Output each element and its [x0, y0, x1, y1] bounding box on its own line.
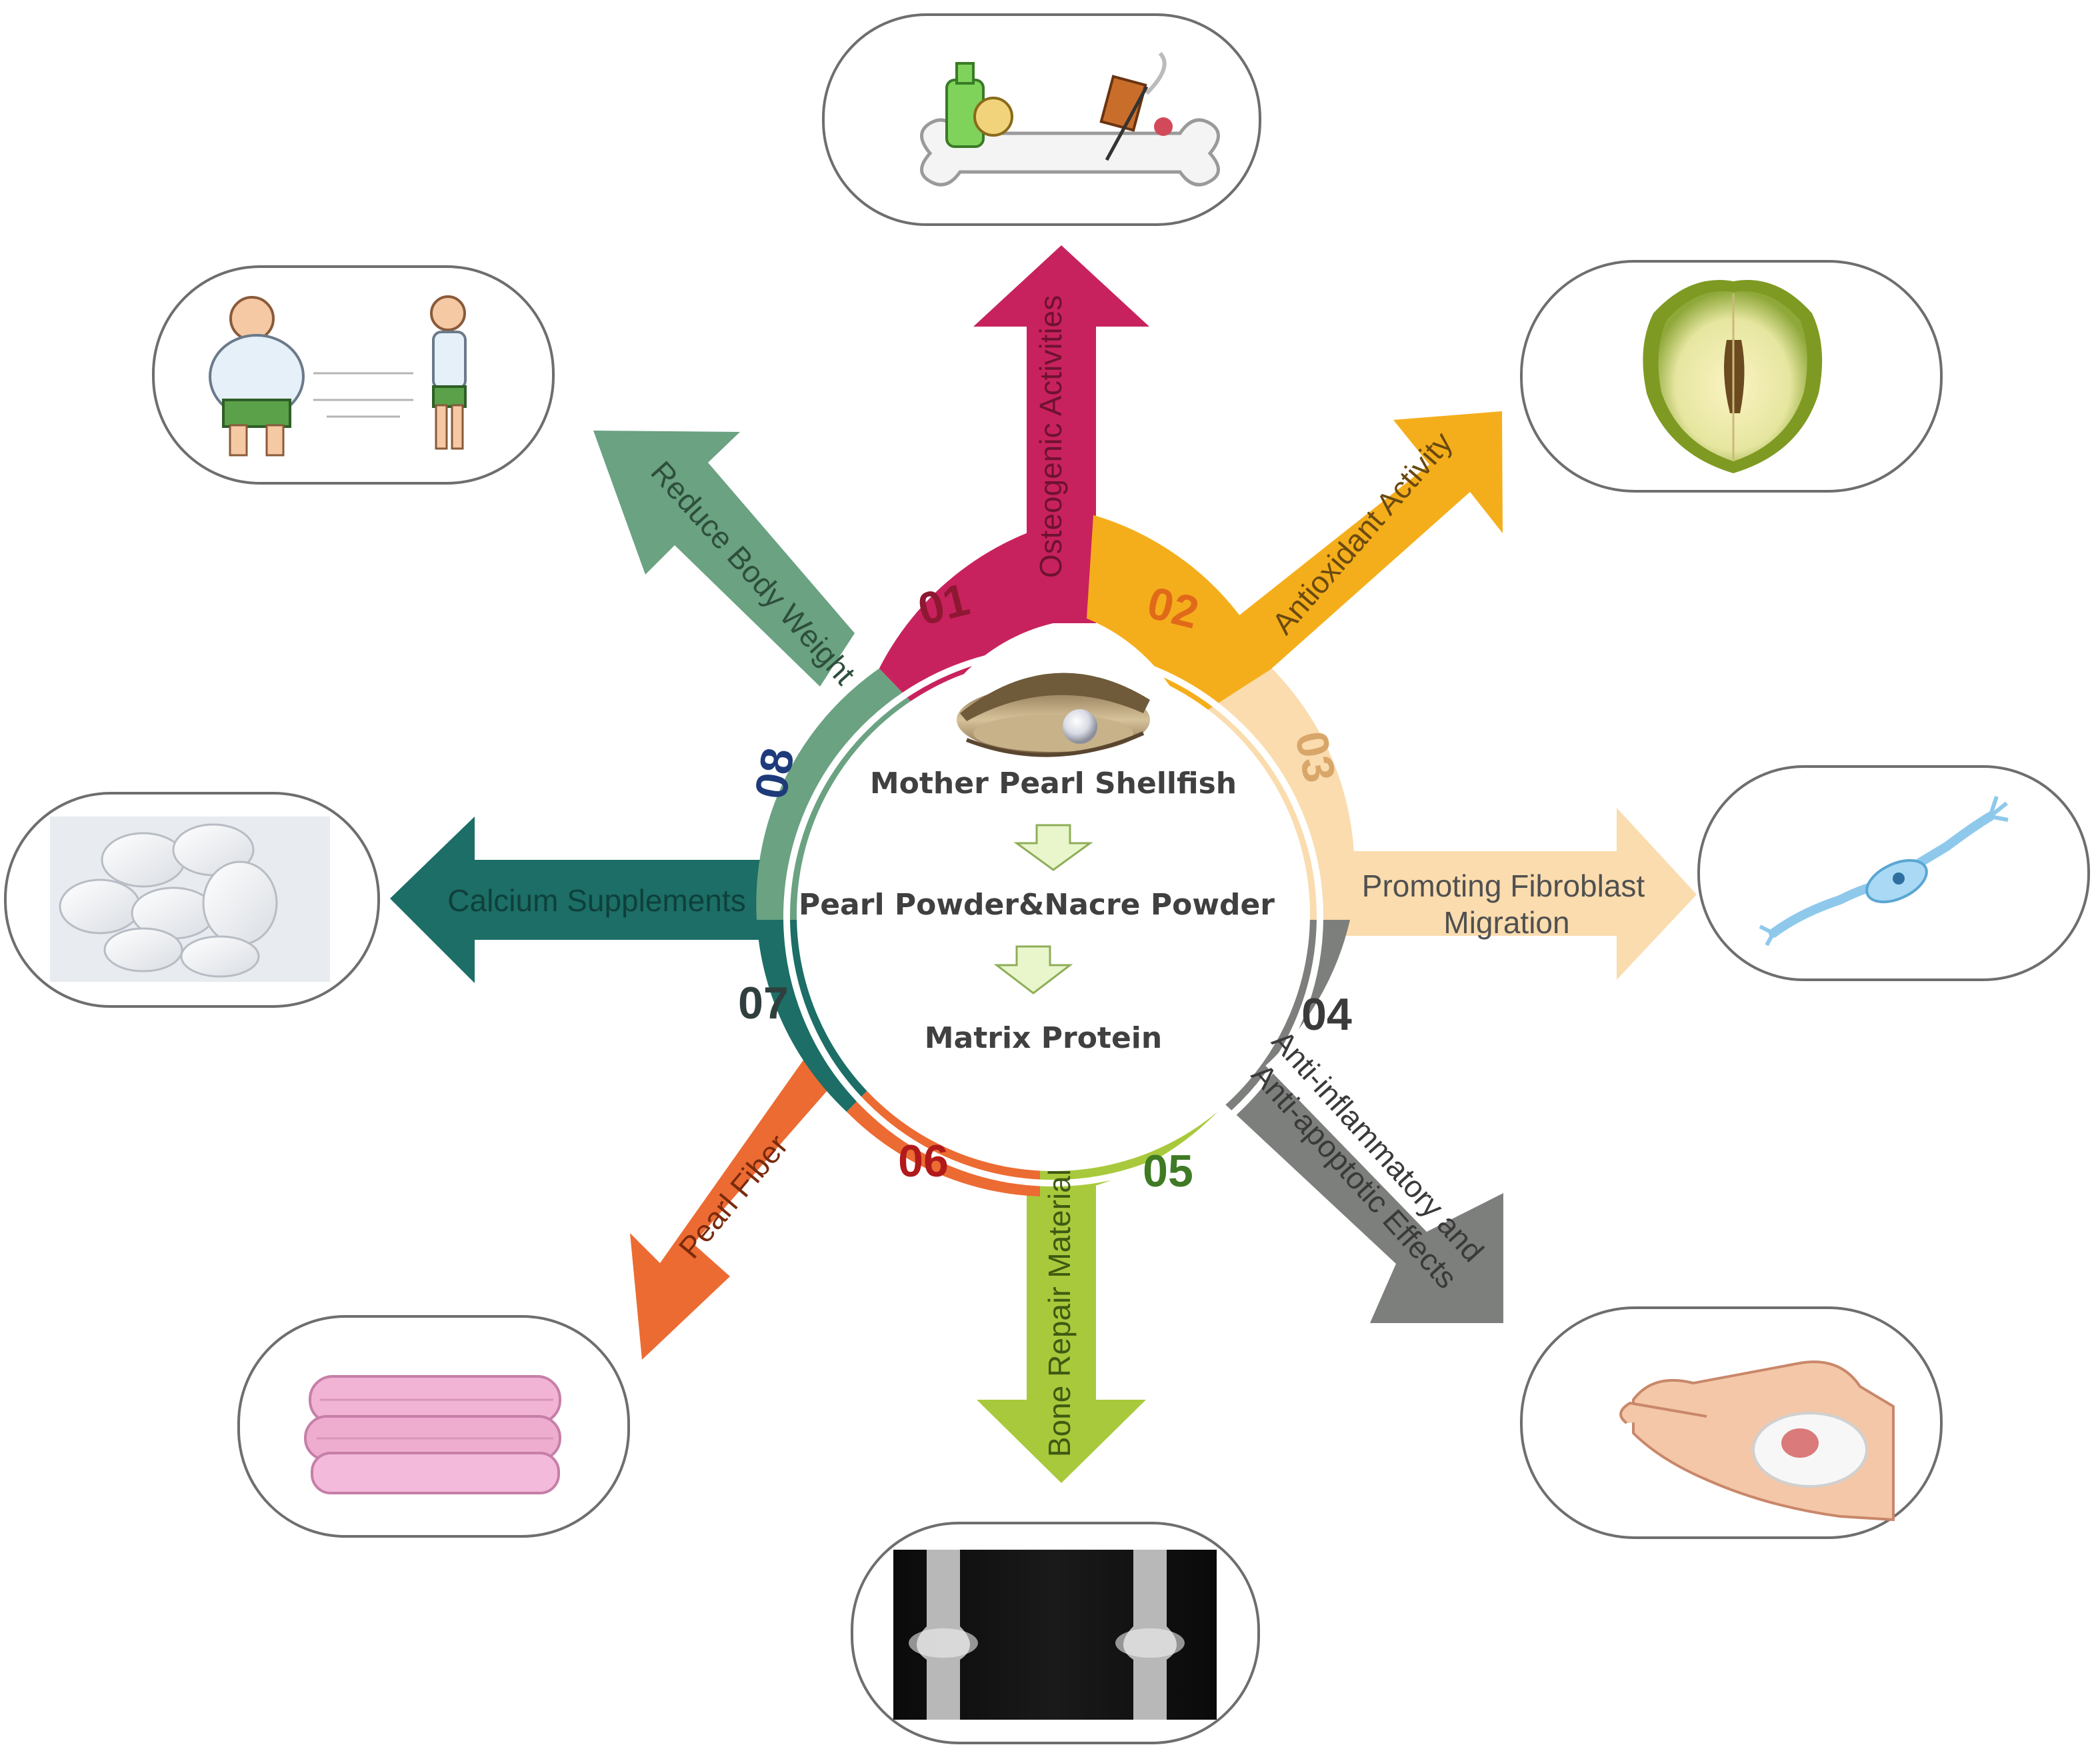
center-middle: Pearl Powder&Nacre Powder: [799, 888, 1275, 922]
segment-number-04: 04: [1301, 989, 1352, 1040]
segment-number-08: 08: [745, 745, 804, 803]
knee-xray-icon: [893, 1550, 1217, 1720]
image-box-fibroblast: [1697, 765, 2090, 981]
ring-segment-01: [879, 515, 1093, 722]
arrow-body-weight: [593, 431, 855, 687]
pink-quilt-icon: [304, 1375, 561, 1494]
calcium-tablets-icon: [50, 817, 330, 982]
segment-number-05: 05: [1143, 1146, 1193, 1196]
center-bottom: Matrix Protein: [925, 1021, 1162, 1055]
bandaged-hand-icon: [1619, 1360, 1895, 1522]
down-arrow-icon: [993, 945, 1073, 994]
segment-number-06: 06: [898, 1136, 949, 1186]
label-body-weight: Reduce Body Weight: [644, 455, 862, 691]
label-fibroblast-line1: Promoting Fibroblast: [1362, 869, 1645, 903]
bone-cartoon-icon: [920, 51, 1220, 187]
image-box-osteogenic: [822, 13, 1261, 226]
image-box-bone-repair: [851, 1522, 1260, 1744]
ring-segment-02: [1087, 515, 1272, 723]
label-pearl-fiber: Pearl Fiber: [672, 1128, 795, 1265]
image-box-body-weight: [152, 265, 555, 485]
image-box-antioxidant: [1520, 260, 1943, 493]
segment-number-07: 07: [738, 978, 789, 1028]
down-arrow-icon: [1013, 824, 1093, 871]
arrow-antioxidant: [1217, 411, 1503, 681]
center-disc: [797, 658, 1310, 1171]
arrow-fibroblast: [1300, 808, 1697, 980]
image-box-pearl-fiber: [237, 1315, 630, 1538]
image-box-calcium: [4, 792, 380, 1008]
arrow-bone-repair: [977, 1133, 1146, 1483]
label-bone-repair: Bone Repair Material: [1042, 1169, 1077, 1457]
center-title: Mother Pearl Shellfish: [870, 767, 1237, 801]
label-anti-inflammatory-line2: Anti-apoptotic Effects: [1245, 1057, 1464, 1295]
segment-number-02: 02: [1143, 577, 1204, 639]
label-antioxidant: Antioxidant Activity: [1265, 425, 1459, 641]
label-osteogenic: Osteogenic Activities: [1033, 295, 1068, 578]
image-box-anti-inflammatory: [1520, 1306, 1943, 1539]
label-calcium: Calcium Supplements: [447, 883, 745, 918]
fibroblast-cell-icon: [1759, 796, 2009, 946]
ring-separator: [783, 647, 1323, 1186]
label-fibroblast-line2: Migration: [1443, 905, 1569, 940]
arrow-calcium: [390, 817, 800, 983]
arrow-osteogenic: [973, 245, 1149, 623]
pearl-oyster-icon: [957, 673, 1150, 757]
weight-loss-cartoon-icon: [209, 295, 467, 457]
segment-number-01: 01: [913, 574, 975, 635]
arrow-anti-inflammatory: [1217, 1053, 1503, 1323]
pear-half-icon: [1643, 280, 1823, 473]
arrow-pearl-fiber: [630, 1036, 860, 1360]
segment-number-03: 03: [1285, 727, 1345, 787]
